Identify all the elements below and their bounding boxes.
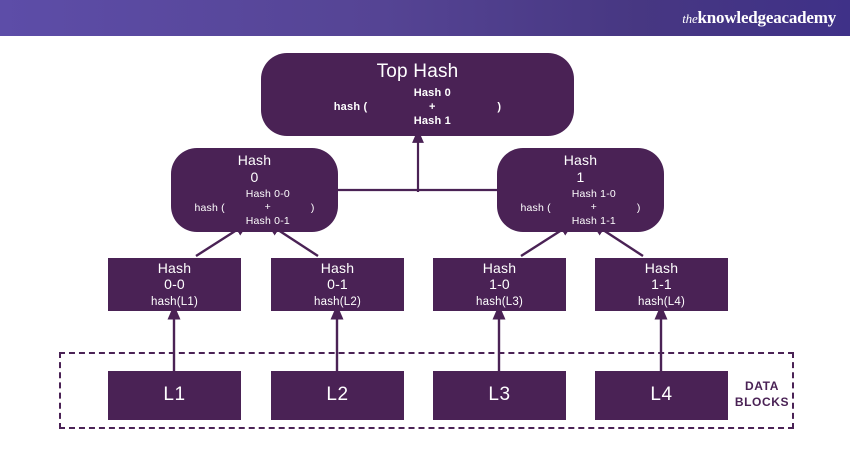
formula-operand-a: Hash 0 — [413, 87, 451, 100]
formula-fn: hash ( — [333, 101, 368, 114]
formula-close: ) — [310, 201, 315, 214]
node-hash-0-0-index: 0-0 — [164, 276, 185, 293]
node-hash-1-1-index: 1-1 — [651, 276, 672, 293]
data-blocks-container — [59, 352, 794, 429]
node-hash-1-index: 1 — [576, 168, 585, 185]
formula-operand-b: Hash 1-1 — [571, 214, 616, 227]
node-top-hash[interactable]: Top Hash hash ( Hash 0 + Hash 1 ) — [261, 53, 574, 136]
node-top-hash-formula: hash ( Hash 0 + Hash 1 ) — [334, 87, 501, 128]
logo-word-knowledge: knowledge — [697, 8, 774, 27]
data-block-l2[interactable]: L2 — [271, 371, 404, 420]
node-hash-0-formula: hash ( Hash 0-0 + Hash 0-1 ) — [194, 188, 314, 227]
node-hash-0-title: Hash — [237, 152, 272, 169]
formula-operator: + — [429, 100, 436, 113]
logo-prefix: the — [682, 11, 698, 26]
node-hash-0-0-formula: hash(L1) — [151, 295, 198, 308]
formula-operand-a: Hash 0-0 — [245, 188, 290, 201]
node-hash-0-1-formula: hash(L2) — [314, 295, 361, 308]
node-hash-1-1-formula: hash(L4) — [638, 295, 685, 308]
formula-operand-a: Hash 1-0 — [571, 188, 616, 201]
formula-operator: + — [264, 201, 272, 214]
node-hash-1-1[interactable]: Hash 1-1 hash(L4) — [595, 258, 728, 311]
node-hash-0-index: 0 — [250, 168, 259, 185]
formula-close: ) — [636, 201, 641, 214]
formula-fn: hash ( — [520, 201, 551, 214]
data-block-l2-label: L2 — [326, 384, 349, 406]
node-hash-0-0[interactable]: Hash 0-0 hash(L1) — [108, 258, 241, 311]
formula-operator: + — [590, 201, 598, 214]
data-block-l1-label: L1 — [163, 384, 186, 406]
node-hash-0-1-index: 0-1 — [327, 276, 348, 293]
formula-operand-b: Hash 0-1 — [245, 214, 290, 227]
node-hash-1-0-formula: hash(L3) — [476, 295, 523, 308]
data-block-l1[interactable]: L1 — [108, 371, 241, 420]
logo-word-academy: academy — [773, 8, 836, 27]
node-hash-0-0-title: Hash — [157, 259, 192, 276]
node-hash-1-1-title: Hash — [644, 259, 679, 276]
formula-operand-b: Hash 1 — [413, 114, 451, 127]
node-hash-1[interactable]: Hash 1 hash ( Hash 1-0 + Hash 1-1 ) — [497, 148, 664, 232]
data-blocks-label: DATA BLOCKS — [733, 379, 791, 410]
data-block-l4-label: L4 — [650, 384, 673, 406]
node-hash-0[interactable]: Hash 0 hash ( Hash 0-0 + Hash 0-1 ) — [171, 148, 338, 232]
formula-close: ) — [497, 101, 502, 114]
data-block-l3[interactable]: L3 — [433, 371, 566, 420]
node-top-hash-title: Top Hash — [376, 60, 459, 82]
data-block-l4[interactable]: L4 — [595, 371, 728, 420]
data-blocks-label-line1: DATA — [745, 379, 779, 393]
node-hash-1-0-title: Hash — [482, 259, 517, 276]
data-block-l3-label: L3 — [488, 384, 511, 406]
node-hash-0-1-title: Hash — [320, 259, 355, 276]
node-hash-1-formula: hash ( Hash 1-0 + Hash 1-1 ) — [520, 188, 640, 227]
page-header: theknowledgeacademy — [0, 0, 850, 36]
formula-fn: hash ( — [194, 201, 225, 214]
data-blocks-label-line2: BLOCKS — [734, 394, 790, 409]
node-hash-1-0-index: 1-0 — [489, 276, 510, 293]
node-hash-0-1[interactable]: Hash 0-1 hash(L2) — [271, 258, 404, 311]
node-hash-1-title: Hash — [563, 152, 598, 169]
brand-logo: theknowledgeacademy — [682, 8, 836, 28]
node-hash-1-0[interactable]: Hash 1-0 hash(L3) — [433, 258, 566, 311]
